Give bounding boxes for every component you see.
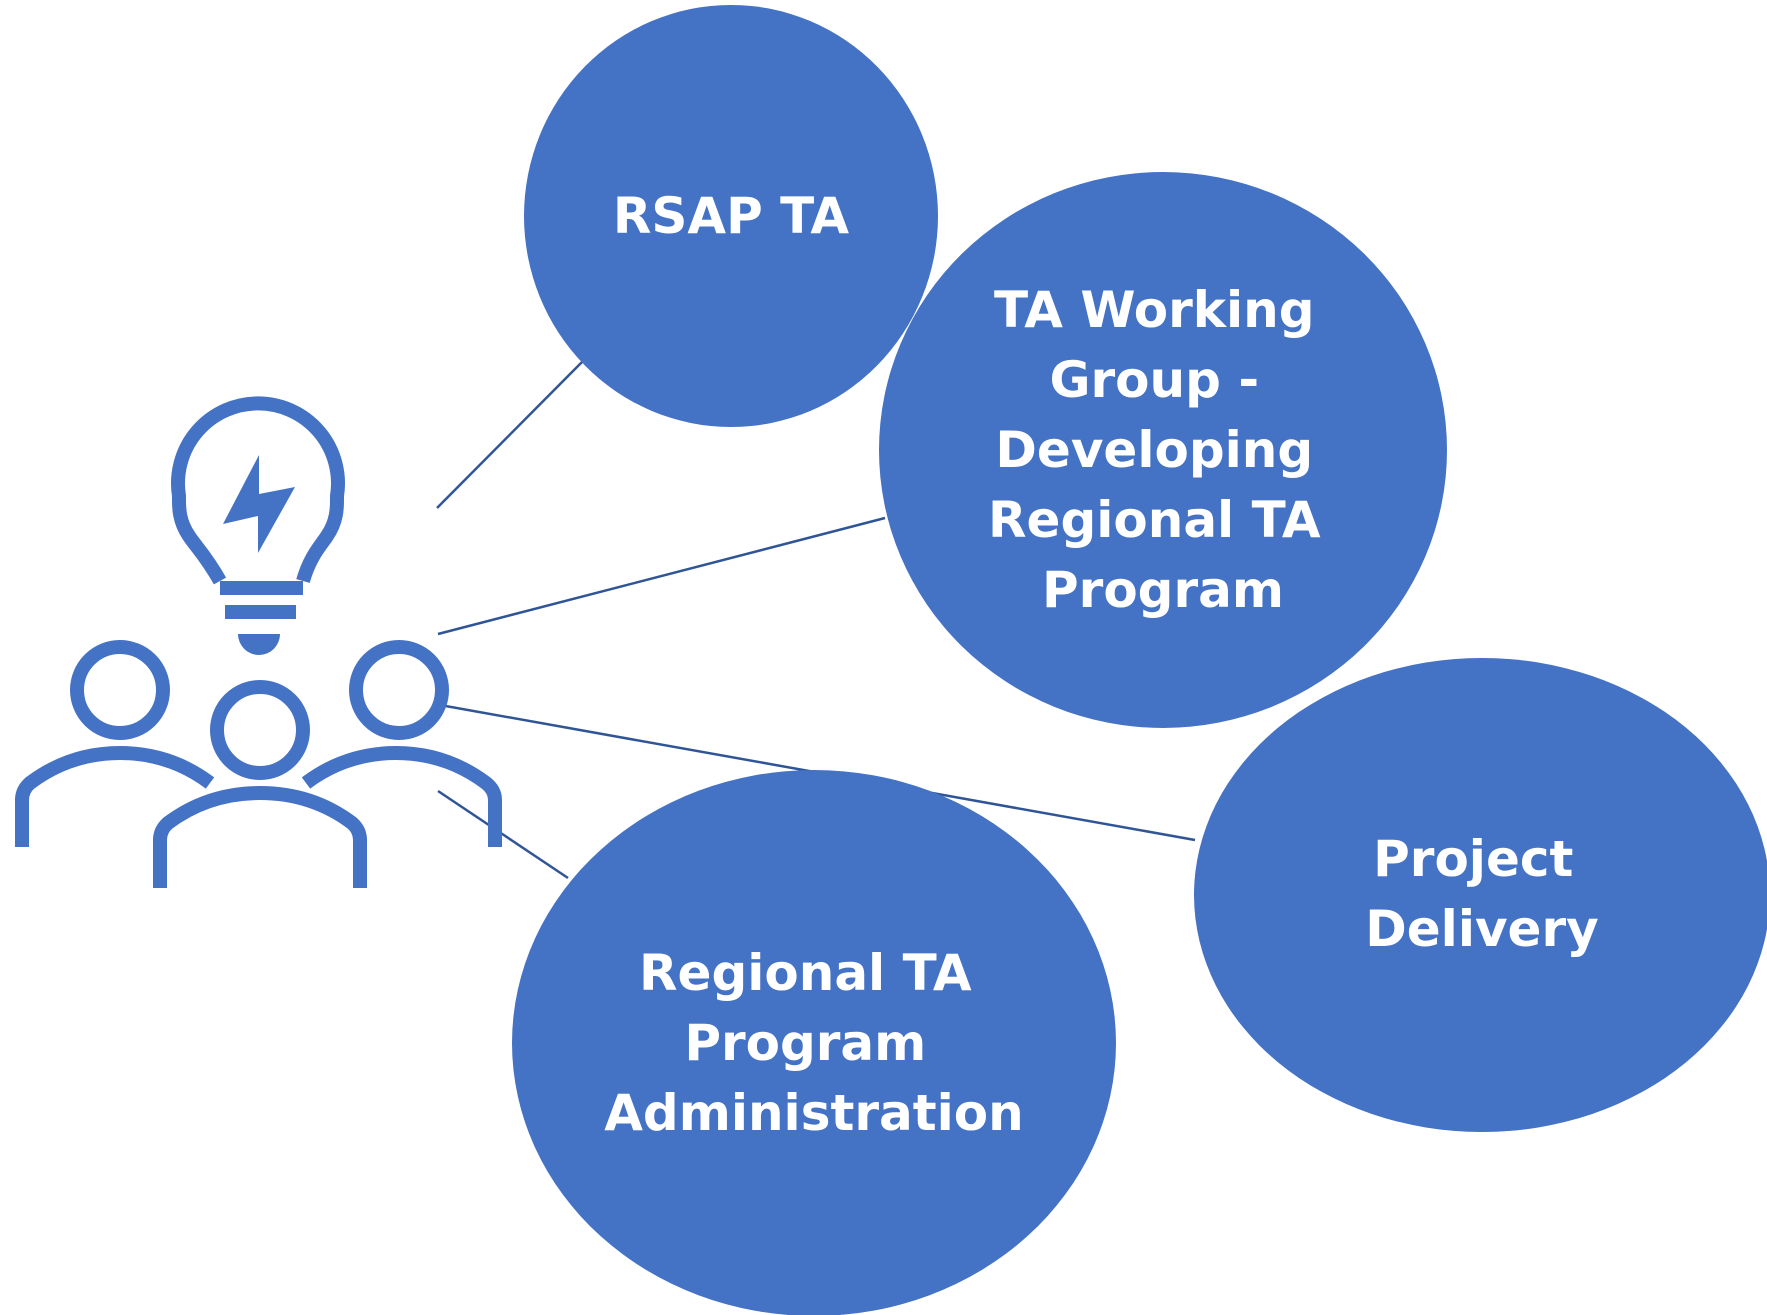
node-label-line: Regional TA	[639, 944, 972, 1002]
node-project-delivery	[1194, 658, 1767, 1132]
connector-working-group	[437, 516, 886, 636]
person-center-body	[153, 786, 367, 888]
node-working-group	[879, 172, 1447, 728]
node-label-line: Program	[684, 1014, 926, 1072]
person-right-body	[301, 746, 502, 847]
person-left-body	[15, 746, 215, 847]
node-label-line: Group -	[1049, 351, 1259, 409]
lightning-bolt-icon	[223, 455, 295, 553]
diagram-labels: RSAP TA TA Working Group - Developing Re…	[604, 187, 1598, 1142]
node-program-admin	[512, 770, 1116, 1315]
person-right-head	[349, 640, 449, 740]
node-label-line: Developing	[995, 421, 1313, 479]
node-project-delivery-label: Project Delivery	[1365, 830, 1598, 958]
node-label-line: Program	[1042, 561, 1284, 619]
node-rsap-ta-label: RSAP TA	[613, 187, 849, 245]
person-left-head	[70, 640, 170, 740]
node-label-line: RSAP TA	[613, 187, 849, 245]
person-center-head	[210, 680, 310, 780]
bulb-tip	[238, 634, 280, 655]
lightbulb-icon	[171, 396, 345, 585]
diagram-nodes	[512, 5, 1767, 1315]
connector-program-admin	[437, 789, 569, 880]
node-program-admin-label: Regional TA Program Administration	[604, 944, 1024, 1142]
node-working-group-label: TA Working Group - Developing Regional T…	[988, 281, 1338, 619]
node-label-line: Project	[1373, 830, 1573, 888]
team-lightbulb-icon	[15, 396, 502, 888]
node-label-line: Delivery	[1365, 900, 1598, 958]
node-label-line: TA Working	[994, 281, 1314, 339]
node-label-line: Regional TA	[988, 491, 1321, 549]
connector-rsap	[436, 361, 583, 509]
node-rsap-ta	[524, 5, 938, 427]
node-label-line: Administration	[604, 1084, 1024, 1142]
